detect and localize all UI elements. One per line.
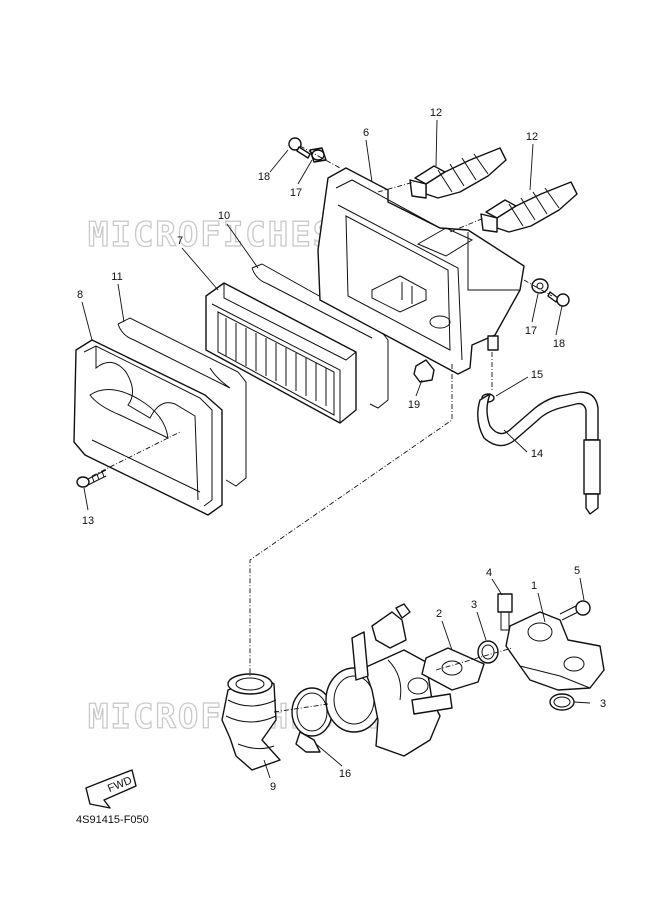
gasket [421,647,485,691]
ref-line-cover [91,431,181,477]
callout-14: 14 [531,448,543,460]
ref-line-hose-left [377,181,415,193]
intake-manifold [505,611,605,691]
fwd-arrow-icon: FWD [85,769,137,809]
ref-line-clamp [273,703,329,713]
callout-12-left: 12 [430,107,442,119]
screw [76,469,107,488]
o-ring-upper [477,640,499,664]
callout-5: 5 [574,565,580,577]
callout-8: 8 [77,289,83,301]
callout-13: 13 [82,515,94,527]
hose-clamp [291,687,333,753]
callout-19: 19 [408,399,420,411]
bolt-4 [497,593,513,631]
ref-line-intake [249,364,453,676]
callout-2: 2 [436,608,442,620]
air-filter-element [205,282,357,424]
clip [413,359,435,383]
ref-line-manifold [435,647,513,671]
callout-11: 11 [111,271,122,283]
callout-1: 1 [531,580,537,592]
intake-joint [221,673,281,771]
air-cleaner-cover [73,339,223,516]
callout-18-top: 18 [258,171,270,183]
leader-lines [81,119,591,779]
callout-16: 16 [339,768,351,780]
callout-4: 4 [486,567,492,579]
diagram-part-code: 4S91415-F050 [76,814,149,826]
bolt-right [547,291,570,307]
callout-3-upper: 3 [471,599,477,611]
hose-joint-right [480,181,578,233]
element-seal [251,263,389,409]
callout-9: 9 [270,781,276,793]
callout-17-right: 17 [525,325,537,337]
collar-top [309,147,327,163]
callout-10: 10 [218,210,230,222]
callout-15: 15 [531,369,543,381]
carburetor [325,603,453,757]
bolt-5 [559,600,591,621]
air-cleaner-case [317,167,525,375]
callout-6: 6 [363,127,369,139]
callouts: 1 2 3 3 4 5 6 7 8 9 10 11 12 12 13 14 15… [77,107,606,793]
callout-3-lower: 3 [600,698,606,710]
collar-right [531,278,549,294]
ref-line-bolt-top [299,145,341,169]
drain-hose [477,391,601,515]
ref-line-hose-right [449,217,485,233]
callout-18-right: 18 [553,338,565,350]
callout-17-top: 17 [290,187,302,199]
cover-seal [117,317,247,487]
hose-joint-left [409,147,507,199]
callout-12-right: 12 [526,131,538,143]
bolt-top [288,137,311,159]
callout-7: 7 [177,235,183,247]
